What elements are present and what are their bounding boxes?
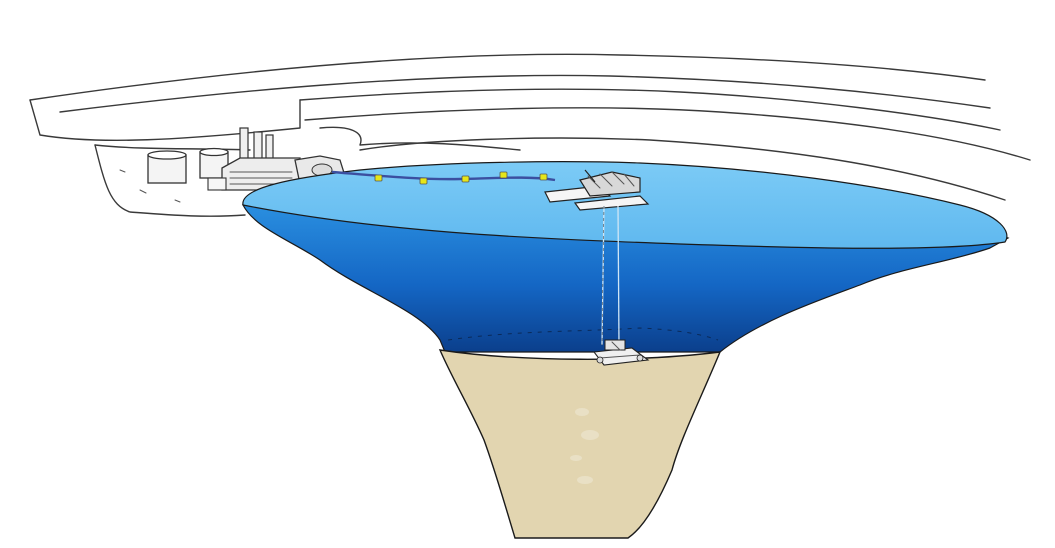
- buoy-icon: [499, 171, 508, 179]
- buoy-icon: [419, 177, 428, 185]
- processing-plant: [147, 127, 346, 191]
- buoy-icon: [461, 175, 470, 183]
- underwater-miner: [592, 339, 650, 366]
- buoy-icon: [374, 174, 383, 182]
- floating-pipeline: [331, 170, 556, 185]
- dredge-barge: [544, 169, 650, 211]
- pit-rim-terraces: [29, 53, 1031, 217]
- riser-cables: [601, 205, 620, 346]
- barge-icon: [544, 169, 650, 211]
- miner-icon: [592, 339, 650, 366]
- buoy-icon: [539, 173, 548, 181]
- sediment-infill: [438, 349, 722, 539]
- factory-icon: [147, 127, 346, 191]
